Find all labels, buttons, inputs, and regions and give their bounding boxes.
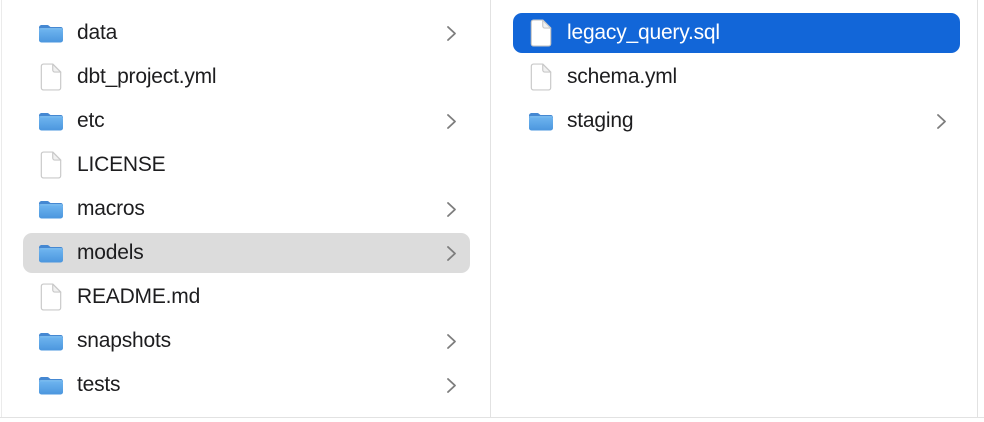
item-label: models bbox=[77, 241, 144, 264]
item-icon-slot bbox=[37, 326, 64, 356]
chevron-right-icon bbox=[446, 113, 457, 130]
folder-icon bbox=[38, 112, 63, 130]
column-models-contents: legacy_query.sql bbox=[492, 0, 977, 416]
item-label: macros bbox=[77, 197, 145, 220]
item-icon-slot bbox=[37, 238, 64, 268]
folder-icon bbox=[38, 200, 63, 218]
item-icon-slot bbox=[37, 62, 64, 92]
list-item[interactable]: LICENSE bbox=[23, 145, 470, 185]
item-icon-slot bbox=[37, 150, 64, 180]
bottom-border bbox=[0, 417, 984, 418]
column-divider[interactable] bbox=[490, 0, 491, 417]
list-item[interactable]: schema.yml bbox=[513, 57, 960, 97]
left-edge-divider bbox=[1, 0, 2, 417]
chevron-right-icon bbox=[446, 245, 457, 262]
document-icon bbox=[530, 63, 551, 91]
item-icon-slot bbox=[527, 106, 554, 136]
list-item[interactable]: etc bbox=[23, 101, 470, 141]
list-item[interactable]: snapshots bbox=[23, 321, 470, 361]
list-item[interactable]: models bbox=[23, 233, 470, 273]
folder-icon bbox=[38, 24, 63, 42]
folder-icon bbox=[38, 332, 63, 350]
item-label: legacy_query.sql bbox=[567, 21, 720, 44]
item-label: staging bbox=[567, 109, 634, 132]
chevron-right-icon bbox=[936, 113, 947, 130]
list-item[interactable]: tests bbox=[23, 365, 470, 405]
item-label: dbt_project.yml bbox=[77, 65, 217, 88]
list-item[interactable]: macros bbox=[23, 189, 470, 229]
item-label: snapshots bbox=[77, 329, 171, 352]
list-item[interactable]: legacy_query.sql bbox=[513, 13, 960, 53]
item-label: README.md bbox=[77, 285, 201, 308]
list-item[interactable]: dbt_project.yml bbox=[23, 57, 470, 97]
item-icon-slot bbox=[37, 370, 64, 400]
right-edge-divider[interactable] bbox=[977, 0, 978, 417]
chevron-right-icon bbox=[446, 201, 457, 218]
item-label: etc bbox=[77, 109, 105, 132]
item-icon-slot bbox=[37, 18, 64, 48]
chevron-right-icon bbox=[446, 377, 457, 394]
item-icon-slot bbox=[37, 194, 64, 224]
list-item[interactable]: staging bbox=[513, 101, 960, 141]
item-label: schema.yml bbox=[567, 65, 678, 88]
chevron-right-icon bbox=[446, 25, 457, 42]
folder-icon bbox=[38, 376, 63, 394]
document-icon bbox=[40, 63, 61, 91]
list-item[interactable]: data bbox=[23, 13, 470, 53]
item-icon-slot bbox=[37, 282, 64, 312]
item-label: tests bbox=[77, 373, 121, 396]
item-icon-slot bbox=[37, 106, 64, 136]
document-icon bbox=[530, 19, 551, 47]
item-label: LICENSE bbox=[77, 153, 166, 176]
column-project-root: data bbox=[2, 0, 490, 416]
document-icon bbox=[40, 283, 61, 311]
item-label: data bbox=[77, 21, 118, 44]
chevron-right-icon bbox=[446, 333, 457, 350]
folder-icon bbox=[528, 112, 553, 130]
folder-icon bbox=[38, 244, 63, 262]
item-icon-slot bbox=[527, 18, 554, 48]
list-item[interactable]: README.md bbox=[23, 277, 470, 317]
item-icon-slot bbox=[527, 62, 554, 92]
document-icon bbox=[40, 151, 61, 179]
